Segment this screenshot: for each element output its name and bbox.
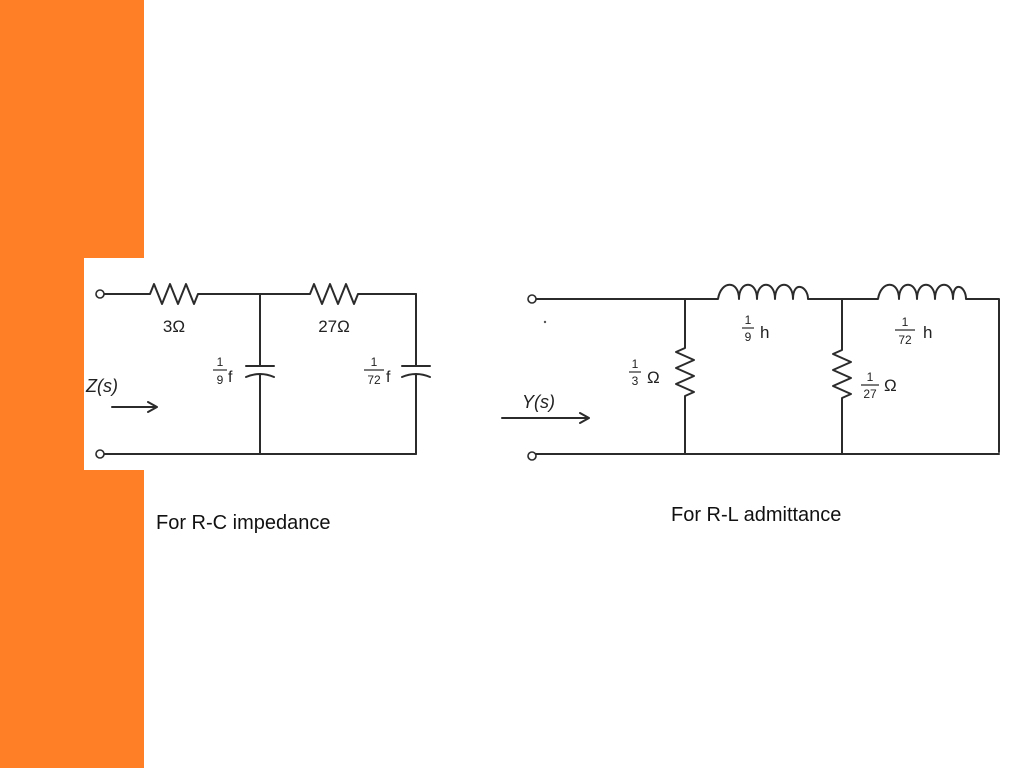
rl-r2-unit: Ω xyxy=(884,376,897,395)
rl-r1-numerator: 1 xyxy=(632,357,639,371)
rl-resistor-1 xyxy=(675,298,695,455)
rc-c1-denominator: 9 xyxy=(217,373,224,387)
rl-circuit-diagram: Y(s) 1 9 h 1 72 h 1 3 Ω 1 27 Ω xyxy=(501,283,1000,461)
rc-port-label: Z(s) xyxy=(85,376,118,396)
rl-port-label: Y(s) xyxy=(522,392,555,412)
rc-capacitor-1 xyxy=(245,293,275,455)
rl-input-arrow-icon xyxy=(501,412,590,424)
rl-r1-unit: Ω xyxy=(647,368,660,387)
rc-terminal-top xyxy=(95,289,105,299)
rc-input-arrow-icon xyxy=(111,401,158,413)
rl-r2-numerator: 1 xyxy=(867,370,874,384)
rc-top-wire xyxy=(103,283,417,361)
rl-speck xyxy=(543,320,547,324)
rc-c1-unit: f xyxy=(228,369,233,386)
rl-terminal-bottom xyxy=(527,451,537,461)
rl-l1-unit: h xyxy=(760,323,769,342)
rc-caption: For R-C impedance xyxy=(156,512,331,534)
rc-terminal-bottom xyxy=(95,449,105,459)
rl-r2-denominator: 27 xyxy=(863,387,877,401)
rc-c2-denominator: 72 xyxy=(367,373,381,387)
rl-l1-numerator: 1 xyxy=(745,313,752,327)
rl-l1-denominator: 9 xyxy=(745,330,752,344)
rc-c1-numerator: 1 xyxy=(217,355,224,369)
rl-top-wire xyxy=(535,283,1000,453)
rc-c2-unit: f xyxy=(386,369,391,386)
rc-r1-label: 3Ω xyxy=(163,317,185,336)
rl-l2-numerator: 1 xyxy=(902,315,909,329)
rl-l2-unit: h xyxy=(923,323,932,342)
rl-l2-denominator: 72 xyxy=(898,333,912,347)
rc-r2-label: 27Ω xyxy=(318,317,350,336)
rc-circuit-diagram: Z(s) 3Ω 27Ω 1 9 f 1 72 f xyxy=(85,283,431,459)
rl-r1-denominator: 3 xyxy=(632,374,639,388)
rc-c2-numerator: 1 xyxy=(371,355,378,369)
rl-terminal-top xyxy=(527,294,537,304)
rl-caption: For R-L admittance xyxy=(671,504,842,526)
rl-resistor-2 xyxy=(832,298,852,455)
rc-capacitor-2 xyxy=(401,293,431,455)
